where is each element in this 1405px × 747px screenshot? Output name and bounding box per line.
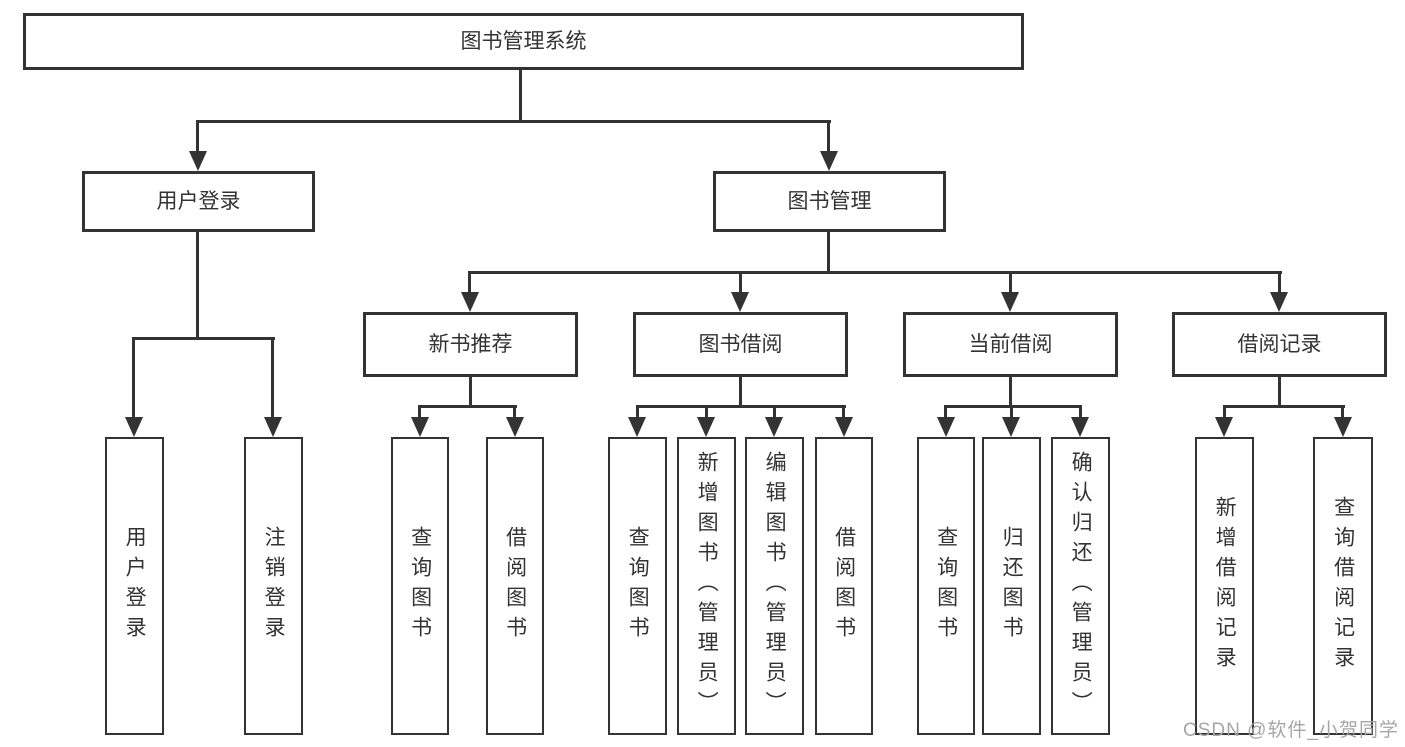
arrow-head <box>189 151 207 171</box>
arrow-head <box>125 417 143 437</box>
leaf-borrow-query-book: 查询图书 <box>608 437 667 735</box>
connector-line <box>468 271 471 294</box>
connector-line <box>1010 405 1013 419</box>
leaf-borrow-borrow-book: 借阅图书 <box>815 437 873 735</box>
arrow-head <box>697 417 715 437</box>
arrow-head <box>835 417 853 437</box>
leaf-borrow-add-book-admin: 新增图书（管理员） <box>677 437 736 735</box>
connector-line <box>519 68 522 122</box>
connector-line <box>842 405 845 419</box>
leaf-recommend-query-book: 查询图书 <box>391 437 449 735</box>
arrow-head <box>506 417 524 437</box>
node-user-login: 用户登录 <box>82 171 315 232</box>
connector-line <box>827 231 830 274</box>
leaf-current-confirm-return-admin: 确认归还（管理员） <box>1051 437 1110 735</box>
leaf-records-query-record: 查询借阅记录 <box>1313 437 1373 735</box>
node-borrow-records: 借阅记录 <box>1172 312 1387 377</box>
node-root-system: 图书管理系统 <box>23 13 1024 70</box>
connector-line <box>739 376 742 408</box>
connector-line <box>196 231 199 338</box>
arrow-head <box>1002 417 1020 437</box>
connector-line <box>827 120 830 153</box>
connector-line <box>196 120 831 123</box>
arrow-head <box>937 417 955 437</box>
node-book-borrow: 图书借阅 <box>633 312 848 377</box>
connector-line <box>418 405 421 419</box>
connector-line <box>773 405 776 419</box>
connector-line <box>271 337 274 419</box>
arrow-head <box>461 292 479 312</box>
connector-line <box>132 337 135 419</box>
connector-line <box>739 271 742 294</box>
leaf-recommend-borrow-book: 借阅图书 <box>486 437 544 735</box>
connector-line <box>468 271 1282 274</box>
connector-line <box>1278 376 1281 408</box>
connector-line <box>513 405 516 419</box>
arrow-head <box>731 292 749 312</box>
arrow-head <box>628 417 646 437</box>
arrow-head <box>820 151 838 171</box>
connector-line <box>1009 376 1012 408</box>
connector-line <box>196 120 199 153</box>
leaf-current-return-book: 归还图书 <box>982 437 1041 735</box>
connector-line <box>636 405 846 408</box>
arrow-head <box>411 417 429 437</box>
arrow-head <box>1215 417 1233 437</box>
connector-line <box>132 337 275 340</box>
arrow-head <box>264 417 282 437</box>
leaf-user-login: 用户登录 <box>105 437 164 735</box>
csdn-watermark: CSDN @软件_小贺同学 <box>1183 720 1399 741</box>
arrow-head <box>1001 292 1019 312</box>
connector-line <box>705 405 708 419</box>
connector-line <box>469 376 472 408</box>
leaf-current-query-book: 查询图书 <box>917 437 975 735</box>
node-book-management: 图书管理 <box>713 171 946 232</box>
connector-line <box>1079 405 1082 419</box>
connector-line <box>1223 405 1345 408</box>
node-new-book-recommend: 新书推荐 <box>363 312 578 377</box>
connector-line <box>1009 271 1012 294</box>
connector-line <box>1341 405 1344 419</box>
connector-line <box>1223 405 1226 419</box>
arrow-head <box>765 417 783 437</box>
connector-line <box>944 405 1082 408</box>
connector-line <box>1278 271 1281 294</box>
leaf-borrow-edit-book-admin: 编辑图书（管理员） <box>745 437 804 735</box>
connector-line <box>636 405 639 419</box>
connector-line <box>944 405 947 419</box>
arrow-head <box>1071 417 1089 437</box>
leaf-logout-login: 注销登录 <box>244 437 303 735</box>
arrow-head <box>1270 292 1288 312</box>
leaf-records-add-record: 新增借阅记录 <box>1195 437 1254 735</box>
node-current-borrow: 当前借阅 <box>903 312 1118 377</box>
arrow-head <box>1334 417 1352 437</box>
connector-line <box>418 405 517 408</box>
